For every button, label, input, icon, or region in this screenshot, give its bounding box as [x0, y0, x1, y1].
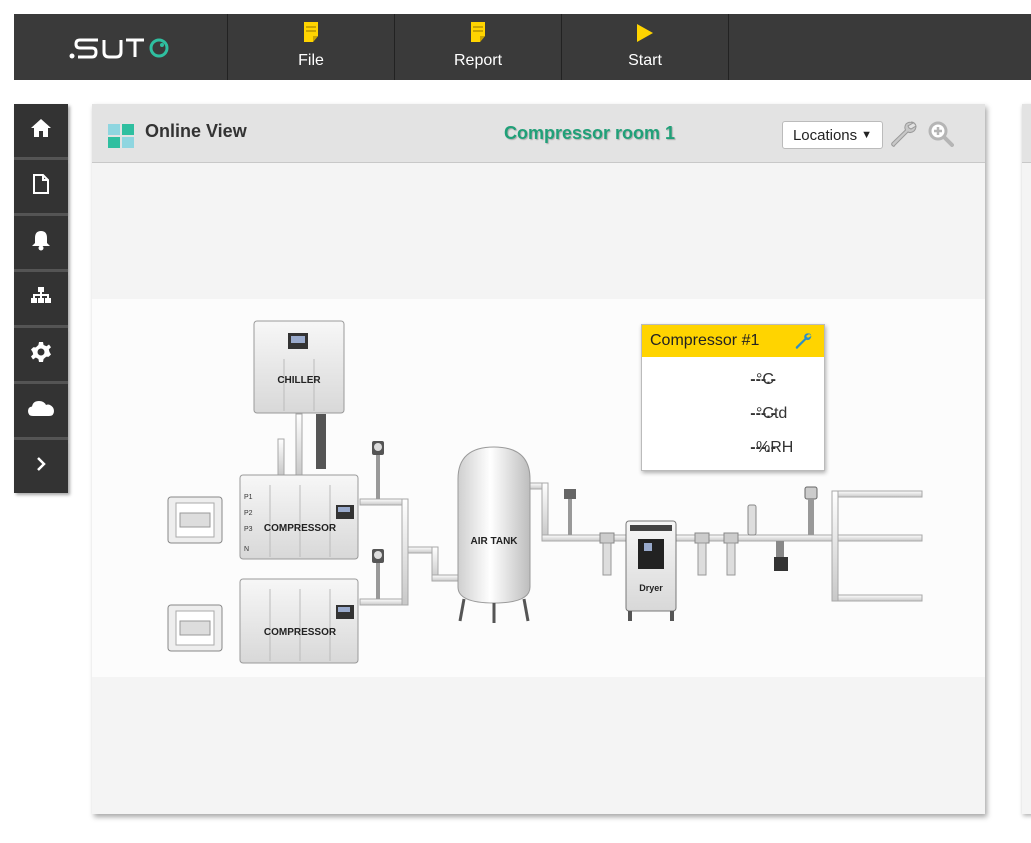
caret-down-icon: ▼ [861, 129, 873, 141]
phase-p2: P2 [244, 510, 253, 517]
phase-p1: P1 [244, 494, 253, 501]
file-button[interactable]: File [228, 14, 395, 80]
chevron-right-icon [36, 457, 46, 476]
suto-logo [14, 14, 228, 80]
filter-2 [694, 532, 710, 576]
wrench-icon[interactable] [889, 120, 917, 153]
dashboard-icon [108, 124, 134, 153]
panel-title: Online View [145, 121, 247, 141]
reading-temperature-value: ---.- [750, 371, 776, 388]
report-button-label: Report [453, 52, 503, 69]
zoom-in-icon[interactable] [928, 121, 954, 152]
filter-3 [723, 532, 739, 576]
sidebar-item-settings[interactable] [14, 328, 68, 384]
sitemap-icon [30, 286, 52, 311]
air-tank-label: AIR TANK [470, 536, 518, 547]
right-panel-partial [1022, 104, 1031, 814]
panel-header: Online View Compressor room 1 Locations … [92, 104, 985, 163]
sidebar-item-home[interactable] [14, 104, 68, 160]
sidebar-item-document[interactable] [14, 160, 68, 216]
online-view-panel: Online View Compressor room 1 Locations … [92, 104, 985, 814]
phase-p3: P3 [244, 526, 253, 533]
sidebar-item-cloud[interactable] [14, 384, 68, 440]
wrench-icon[interactable] [794, 332, 812, 355]
phase-n: N [244, 546, 249, 553]
data-logger-2 [167, 604, 223, 652]
popup-header: Compressor #1 [642, 325, 824, 357]
sidebar-expand-button[interactable] [14, 440, 68, 493]
file-icon [303, 21, 319, 48]
file-button-label: File [298, 52, 324, 69]
reading-temperature-unit: °C [756, 371, 774, 388]
start-button-label: Start [628, 52, 662, 69]
reading-dewpoint-value: ---.- [750, 405, 776, 422]
popup-title: Compressor #1 [650, 332, 760, 349]
plant-diagram-svg: CHILLER COMPRESSOR P1 P2 P3 N [167, 320, 923, 664]
locations-dropdown[interactable]: Locations ▼ [782, 121, 883, 149]
reading-humidity-unit: %RH [756, 439, 794, 456]
sensor-2 [372, 549, 384, 599]
sidebar [14, 104, 68, 493]
sensor-5 [804, 486, 818, 535]
compressor-popup: Compressor #1 ---.- °C ---.- °Ctd ---.- … [641, 324, 825, 471]
bell-icon [31, 229, 51, 256]
sensor-3 [747, 504, 757, 536]
reading-humidity-value: ---.- [750, 439, 776, 456]
sidebar-item-alarm[interactable] [14, 216, 68, 272]
dryer-unit: Dryer [625, 520, 677, 621]
reading-dewpoint-unit: °Ctd [756, 405, 788, 422]
location-title: Compressor room 1 [504, 123, 676, 143]
compressor-2-unit: COMPRESSOR [239, 578, 359, 664]
compressor-2-label: COMPRESSOR [264, 627, 337, 638]
plant-diagram: CHILLER COMPRESSOR P1 P2 P3 N [92, 299, 985, 677]
home-icon [30, 118, 52, 143]
gear-icon [30, 341, 52, 368]
compressor-1-label: COMPRESSOR [264, 523, 337, 534]
cloud-icon [27, 399, 55, 422]
report-icon [470, 21, 486, 48]
chiller-label: CHILLER [277, 375, 321, 386]
data-logger-1 [167, 496, 223, 544]
dryer-label: Dryer [639, 583, 663, 593]
sidebar-item-network[interactable] [14, 272, 68, 328]
filter-1 [564, 489, 615, 576]
sensor-1 [372, 441, 384, 499]
report-button[interactable]: Report [395, 14, 562, 80]
air-tank: AIR TANK [457, 446, 531, 623]
chiller-unit: CHILLER [253, 320, 345, 469]
start-button[interactable]: Start [562, 14, 729, 80]
top-toolbar: File Report Start [14, 14, 1031, 80]
play-icon [636, 23, 654, 48]
right-panel-header [1022, 104, 1031, 163]
sensor-4 [774, 541, 788, 571]
document-icon [32, 173, 50, 200]
compressor-1-unit: COMPRESSOR P1 P2 P3 N [239, 474, 359, 560]
locations-label: Locations [792, 126, 858, 144]
